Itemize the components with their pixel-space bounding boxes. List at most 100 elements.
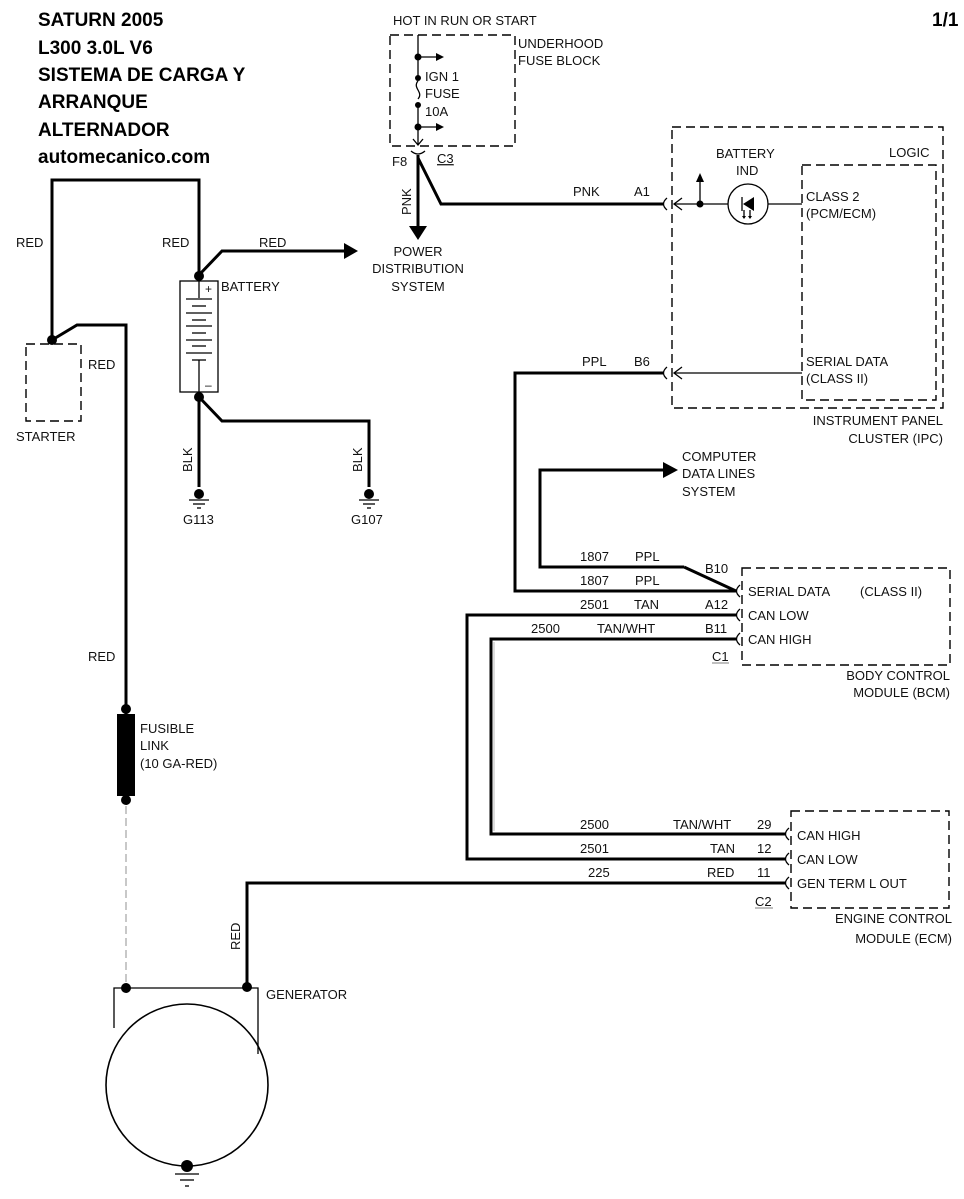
ecm-gen-term-l-out: GEN TERM L OUT bbox=[797, 876, 907, 891]
connector-female-icon bbox=[662, 366, 668, 380]
connector-c2: C2 bbox=[755, 894, 772, 909]
bcm-circuit-2501: 2501 bbox=[580, 597, 609, 612]
ecm-name-2: MODULE (ECM) bbox=[855, 931, 952, 946]
ecm-circuit-2500: 2500 bbox=[580, 817, 609, 832]
red-wire-to-power-distribution bbox=[197, 249, 345, 277]
ecm-can-low: CAN LOW bbox=[797, 852, 858, 867]
ecm-outline bbox=[790, 810, 950, 909]
pds-wire-color: RED bbox=[259, 235, 286, 250]
can-low-wire-2501 bbox=[465, 613, 785, 861]
body-control-module: 1807 PPL B10 1807 PPL SERIAL DATA (CLASS… bbox=[531, 549, 951, 700]
ecm-pin-11: 11 bbox=[757, 865, 771, 880]
ecm-circuit-2501: 2501 bbox=[580, 841, 609, 856]
cdl-name-3: SYSTEM bbox=[682, 484, 735, 499]
ecm-name-1: ENGINE CONTROL bbox=[835, 911, 952, 926]
cdl-name-2: DATA LINES bbox=[682, 466, 756, 481]
ecm-can-high: CAN HIGH bbox=[797, 828, 861, 843]
connector-c3: C3 bbox=[437, 151, 454, 166]
bcm-color-ppl-b: PPL bbox=[635, 573, 660, 588]
class2-label-2: (PCM/ECM) bbox=[806, 206, 876, 221]
pnk-wire-to-ipc bbox=[416, 157, 663, 206]
arrow-right-icon bbox=[663, 462, 678, 478]
bcm-serial-data: SERIAL DATA bbox=[748, 584, 830, 599]
g113-wire-color: BLK bbox=[180, 447, 195, 472]
fuse-symbol-icon bbox=[415, 80, 421, 100]
bcm-pin-b10: B10 bbox=[705, 561, 728, 576]
arrow-right-icon bbox=[436, 123, 444, 131]
fusible-link-icon bbox=[117, 704, 135, 805]
title-line-5: ALTERNADOR bbox=[38, 120, 170, 141]
bcm-color-tan-wht: TAN/WHT bbox=[597, 621, 655, 636]
bcm-circuit-1807a: 1807 bbox=[580, 549, 609, 564]
logic-label: LOGIC bbox=[889, 145, 929, 160]
title-block: SATURN 2005 L300 3.0L V6 SISTEMA DE CARG… bbox=[38, 10, 246, 168]
pds-name-3: SYSTEM bbox=[391, 279, 444, 294]
bcm-name-2: MODULE (BCM) bbox=[853, 685, 950, 700]
power-distribution-system: POWER DISTRIBUTION SYSTEM bbox=[372, 244, 464, 294]
ecm-circuit-225: 225 bbox=[588, 865, 610, 880]
hot-in-run-label: HOT IN RUN OR START bbox=[393, 13, 537, 28]
ipc-logic-outline bbox=[801, 164, 937, 401]
ground-g107-label: G107 bbox=[351, 512, 383, 527]
arrow-left-icon bbox=[672, 197, 683, 211]
bcm-circuit-2500: 2500 bbox=[531, 621, 560, 636]
fuse-block-name-2: FUSE BLOCK bbox=[518, 53, 601, 68]
battery-label: BATTERY bbox=[221, 279, 280, 294]
gen-wire-color: RED bbox=[228, 923, 243, 950]
battery-ind-label-1: BATTERY bbox=[716, 146, 775, 161]
fusible-link-label-1: FUSIBLE bbox=[140, 721, 195, 736]
serial-data-label-1: SERIAL DATA bbox=[806, 354, 888, 369]
bcm-color-ppl-a: PPL bbox=[635, 549, 660, 564]
ipc-name-2: CLUSTER (IPC) bbox=[848, 431, 943, 446]
fuse-name-2: FUSE bbox=[425, 86, 460, 101]
ground-g113-label: G113 bbox=[183, 512, 214, 527]
arrow-right-icon bbox=[436, 53, 444, 61]
serial-data-label-2: (CLASS II) bbox=[806, 371, 868, 386]
g107-wire-color: BLK bbox=[350, 447, 365, 472]
title-line-2: L300 3.0L V6 bbox=[38, 38, 153, 59]
page-indicator: 1/1 bbox=[932, 10, 959, 31]
pds-name-2: DISTRIBUTION bbox=[372, 261, 464, 276]
connector-female-icon bbox=[735, 608, 741, 622]
class2-label-1: CLASS 2 bbox=[806, 189, 859, 204]
connector-female-icon bbox=[784, 827, 790, 841]
bcm-name-1: BODY CONTROL bbox=[846, 668, 950, 683]
ground-g113-icon bbox=[189, 489, 209, 509]
generator-icon bbox=[105, 982, 269, 1187]
connector-female-icon bbox=[784, 852, 790, 866]
battery-ind-label-2: IND bbox=[736, 163, 758, 178]
fuse-name-1: IGN 1 bbox=[425, 69, 459, 84]
bcm-pin-a12: A12 bbox=[705, 597, 728, 612]
ipc-outline bbox=[671, 126, 944, 409]
ecm-pin-29: 29 bbox=[757, 817, 771, 832]
connector-female-icon bbox=[662, 197, 668, 211]
battery-icon bbox=[179, 280, 219, 393]
battery-minus-sign: – bbox=[205, 378, 212, 392]
ppl-wire-ipc-to-bcm bbox=[513, 371, 736, 593]
blk-wire-g107 bbox=[197, 395, 371, 487]
website-label: automecanico.com bbox=[38, 147, 210, 168]
computer-data-lines-system: COMPUTER DATA LINES SYSTEM bbox=[682, 449, 756, 499]
fuse-block-outline bbox=[389, 34, 516, 147]
fuse-rating: 10A bbox=[425, 104, 448, 119]
instrument-panel-cluster: LOGIC BATTERY IND CLASS 2 (PCM/ECM) SERI… bbox=[671, 126, 944, 446]
title-line-1: SATURN 2005 bbox=[38, 10, 164, 31]
starter-fusible-wire-color: RED bbox=[88, 357, 115, 372]
splice-dot bbox=[194, 271, 204, 281]
connector-female-icon bbox=[784, 876, 790, 890]
arrow-down-icon bbox=[409, 226, 427, 240]
title-line-4: ARRANQUE bbox=[38, 92, 148, 113]
ipc-b6-color: PPL bbox=[582, 354, 607, 369]
pnk-wire-label: PNK bbox=[399, 188, 414, 215]
connector-female-icon bbox=[410, 150, 426, 155]
generator-label: GENERATOR bbox=[266, 987, 347, 1002]
bcm-outline bbox=[741, 567, 951, 666]
bcm-circuit-1807b: 1807 bbox=[580, 573, 609, 588]
pds-name-1: POWER bbox=[393, 244, 442, 259]
can-high-wire-2500 bbox=[489, 637, 785, 836]
red-wire-battery-to-starter bbox=[50, 178, 201, 340]
gen-term-l-wire-225 bbox=[245, 881, 785, 988]
arrow-up-icon bbox=[696, 173, 704, 182]
title-line-3: SISTEMA DE CARGA Y bbox=[38, 65, 246, 86]
